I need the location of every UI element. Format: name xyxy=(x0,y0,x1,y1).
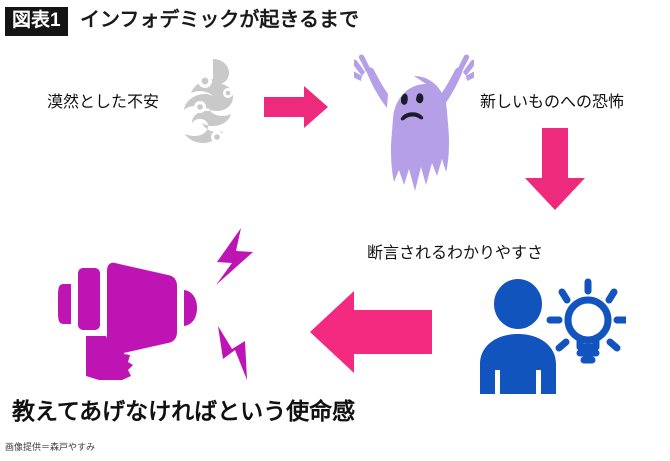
label-vague-anxiety: 漠然とした不安 xyxy=(47,94,160,111)
person-with-lightbulb-icon xyxy=(478,276,626,394)
scared-ghost-icon xyxy=(354,42,474,210)
arrow-left-icon xyxy=(310,289,432,375)
label-sense-of-mission: 教えてあげなければという使命感 xyxy=(12,398,356,424)
arrow-down-icon xyxy=(525,128,585,210)
figure-number-badge: 図表1 xyxy=(5,7,68,36)
arrow-right-icon xyxy=(264,86,328,128)
megaphone-icon xyxy=(58,228,278,388)
image-credit: 画像提供＝森戸やすみ xyxy=(5,442,96,452)
label-fear-of-new-things: 新しいものへの恐怖 xyxy=(480,94,625,111)
label-clarity-of-assertion: 断言されるわかりやすさ xyxy=(367,245,544,262)
smoke-cloud-icon xyxy=(183,57,249,163)
page-title: インフォデミックが起きるまで xyxy=(80,9,359,31)
